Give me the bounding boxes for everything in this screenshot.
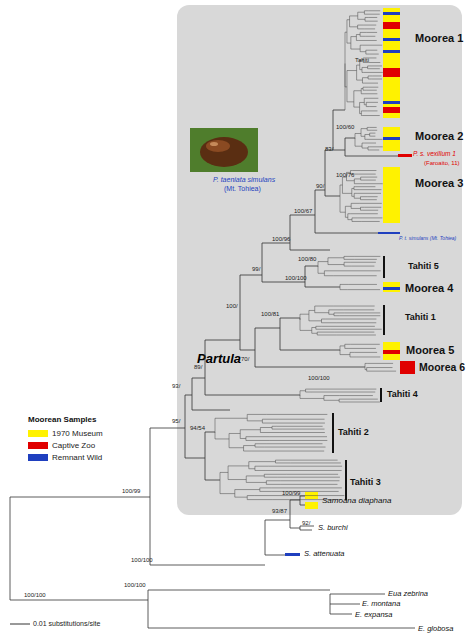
legend-title: Moorean Samples [28,416,96,424]
zoo-bar [383,68,400,77]
zoo-bar [400,361,415,374]
scale-line [10,624,30,625]
bootstrap-value: 100/100 [131,557,153,563]
bootstrap-value: 100/76 [336,172,354,178]
bootstrap-value: 100/81 [261,311,279,317]
bootstrap-value: 99/ [252,266,260,272]
bootstrap-value: 70/ [241,356,249,362]
bootstrap-value: 100/96 [272,236,290,242]
clade-label: Tahiti 4 [387,390,418,399]
legend-swatch [28,430,48,437]
bootstrap-value: 100/100 [285,275,307,281]
museum-bar [383,342,400,360]
taxon-label: E. expansa [355,611,393,619]
taxon-label: E. montana [362,600,400,608]
clade-name: Partula [197,351,241,366]
bootstrap-value: 95/ [172,418,180,424]
bootstrap-value: 100/99 [282,490,300,496]
clade-label: Tahiti 5 [408,262,439,271]
clade-label: Moorea 1 [415,33,463,44]
clade-bar [380,388,382,402]
snail-photo [190,128,258,172]
photo-caption: P. taeniata simulans [213,176,275,183]
clade-bar [345,460,347,500]
museum-bar [305,502,318,509]
bootstrap-value: 89/ [194,364,202,370]
bootstrap-value: 100/80 [298,256,316,262]
museum-bar [383,127,400,151]
legend-text: 1970 Museum [52,430,103,438]
museum-bar [383,282,400,292]
clade-label: Tahiti 3 [350,478,381,487]
photo-background [190,128,258,172]
wild-bar [378,232,400,234]
wild-bar [383,38,400,41]
taxon-label: P. t. simulans (Mt. Tohiea) [399,236,456,241]
bootstrap-value: 100/67 [294,208,312,214]
bootstrap-value: 94/54 [190,425,205,431]
legend-swatch [28,454,48,461]
wild-bar [383,101,400,104]
wild-bar [383,50,400,53]
shell-shine [210,142,218,146]
bootstrap-value: 100/ [226,303,238,309]
bootstrap-value: 100/100 [24,592,46,598]
photo-caption: (Mt. Tohiea) [224,185,261,192]
museum-bar [383,8,400,118]
wild-bar [383,12,400,15]
zoo-bar [383,350,400,354]
zoo-bar [383,22,400,29]
taxon-label: Samoana diaphana [322,497,391,505]
bootstrap-value: 100/60 [336,124,354,130]
legend-text: Remnant Wild [52,454,102,462]
clade-label: Tahiti 2 [338,428,369,437]
bootstrap-value: 100/100 [124,582,146,588]
snail-shell [200,137,248,167]
scale-label: 0.01 substitutions/site [33,620,100,627]
bootstrap-value: 83/ [325,146,333,152]
taxon-label: S. burchi [318,524,348,532]
shell-highlight [206,140,230,152]
bootstrap-value: 100/99 [122,488,140,494]
legend-swatch [28,442,48,449]
bootstrap-value: 92/ [302,520,310,526]
wild-bar [383,137,400,140]
clade-label: Moorea 2 [415,131,463,142]
wild-bar [383,287,400,290]
zoo-bar [383,107,400,113]
taxon-label: Tahiti [355,57,369,63]
taxon-label: E. globosa [418,625,453,633]
clade-label: Tahiti 1 [405,313,436,322]
legend-text: Captive Zoo [52,442,95,450]
zoo-bar [398,154,412,157]
taxon-label: S. attenuata [304,550,344,558]
museum-bar [383,167,400,223]
clade-bar [383,305,385,335]
bootstrap-value: 90/ [316,183,324,189]
clade-label: Moorea 5 [406,345,454,356]
clade-bar [383,256,385,278]
clade-bar [332,413,334,453]
bootstrap-value: 100/100 [308,375,330,381]
bootstrap-value: 93/ [172,383,180,389]
clade-label: Moorea 4 [405,283,453,294]
clade-label: Moorea 6 [419,362,465,373]
bootstrap-value: 93/87 [272,508,287,514]
taxon-label: P. s. vexillum 1 [413,151,456,158]
taxon-label: Eua zebrina [388,590,428,598]
scale-bar [10,624,30,625]
clade-band: Partula [177,5,462,515]
taxon-label: (Faroaito, 11) [424,160,460,166]
wild-bar [285,553,300,556]
clade-label: Moorea 3 [415,178,463,189]
